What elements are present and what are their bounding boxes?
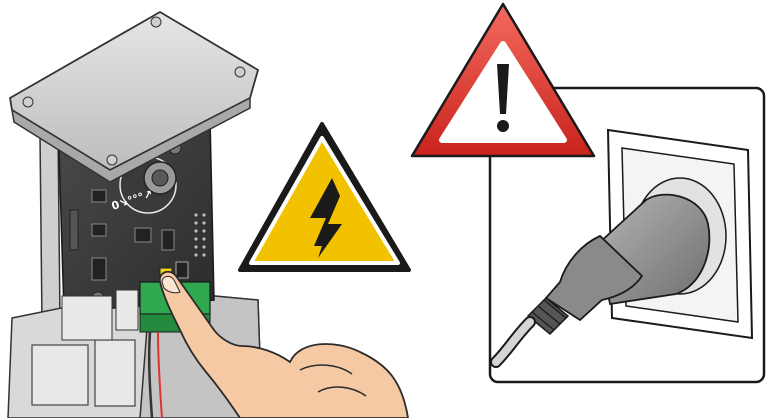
- wire-connector: [62, 296, 112, 340]
- lid-screw: [23, 97, 33, 107]
- housing-side-panel: [40, 132, 60, 325]
- board-switch: [176, 262, 188, 278]
- board-chip: [92, 224, 106, 236]
- board-chip: [162, 230, 174, 250]
- lid-screw: [151, 17, 161, 27]
- general-warning-sign: [412, 4, 594, 156]
- board-chip: [92, 190, 106, 202]
- board-connector: [70, 210, 78, 250]
- dial-knob-center: [152, 170, 168, 186]
- board-connector: [92, 258, 106, 280]
- housing-slot: [95, 340, 135, 406]
- board-chip: [135, 228, 151, 242]
- housing-slot: [32, 345, 88, 405]
- lid-screw: [107, 155, 117, 165]
- lid-screw: [235, 67, 245, 77]
- exclamation-dot: [497, 120, 509, 132]
- electric-hazard-sign: [240, 124, 409, 270]
- wire-connector: [116, 290, 138, 330]
